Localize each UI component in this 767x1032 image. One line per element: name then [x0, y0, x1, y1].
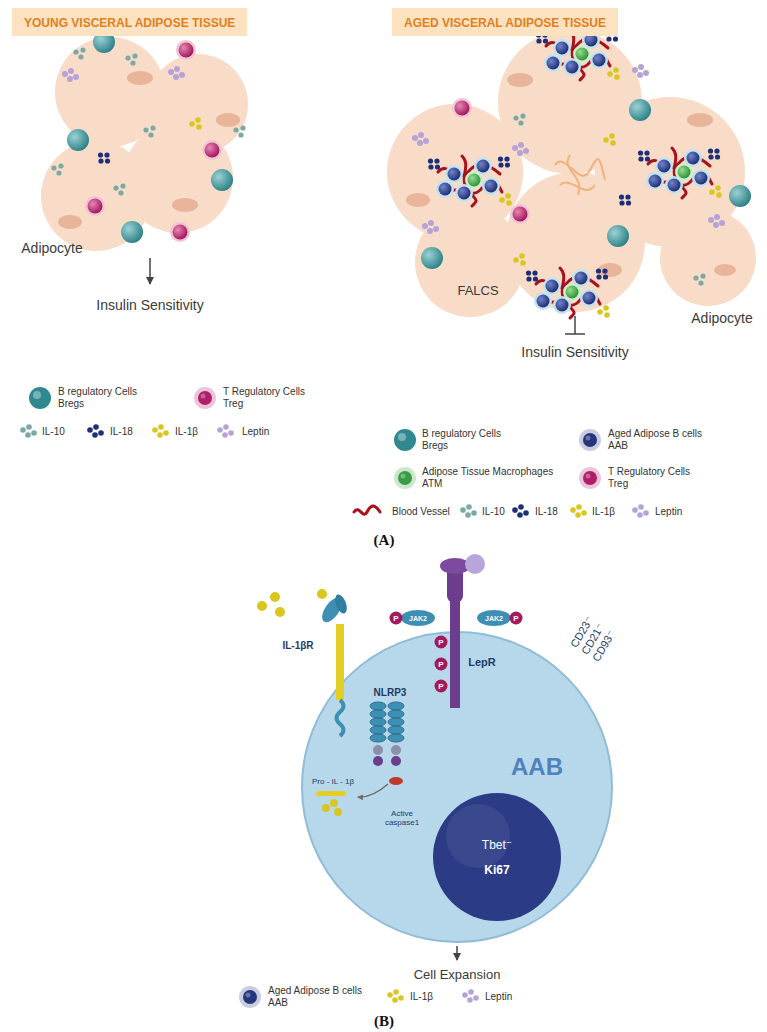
legend-text: T Regulatory Cells Treg [223, 386, 318, 410]
legend-swatch [391, 464, 419, 492]
effect-arrow [149, 258, 151, 284]
phospho-label: P [438, 660, 443, 669]
phospho-label: P [513, 614, 518, 623]
legend-swatch [576, 464, 604, 492]
outcome-label: Insulin Sensitivity [521, 344, 628, 360]
receptor-label: IL-1βR [282, 640, 313, 651]
legend-swatch [576, 426, 604, 454]
legend-swatch [14, 418, 42, 446]
cell-nucleus: Tbet⁻ Ki67 [433, 793, 561, 921]
panel-label: (A) [374, 532, 395, 549]
phospho-label: P [393, 614, 398, 623]
legend-swatch [506, 498, 534, 526]
legend-text: IL-1β [175, 426, 198, 438]
legend-text: IL-1β [410, 991, 433, 1003]
kinase-label: JAK2 [485, 615, 503, 622]
panel-label: (B) [374, 1013, 394, 1030]
legend-text: B regulatory Cells Bregs [58, 386, 153, 410]
nerve-tangle [555, 155, 605, 195]
legend-text: IL-18 [110, 426, 133, 438]
enzyme-label: Active caspase1 [380, 809, 424, 827]
header-text: AGED VISCERAL ADIPOSE TISSUE [404, 16, 606, 30]
outcome-label: Insulin Sensitivity [96, 297, 203, 313]
receptor-label: LepR [468, 656, 496, 668]
aged-adipocytes [387, 30, 756, 318]
legend-text: Leptin [655, 506, 682, 518]
legend-text: T Regulatory Cells Treg [608, 466, 703, 490]
legend-text: Aged Adipose B cells AAB [268, 985, 383, 1009]
phospho-label: P [438, 682, 443, 691]
structure-label: Adipocyte [21, 240, 82, 256]
legend-text: IL-1β [592, 506, 615, 518]
header-text: YOUNG VISCERAL ADIPOSE TISSUE [24, 16, 235, 30]
node-text: Tbet⁻ [482, 838, 512, 852]
legend-swatch [454, 498, 482, 526]
legend-text: B regulatory Cells Bregs [422, 428, 517, 452]
legend-swatch [564, 498, 592, 526]
legend-swatch [391, 426, 419, 454]
leptin-receptor [390, 554, 523, 708]
legend-swatch [81, 418, 109, 446]
legend-text: Leptin [485, 991, 512, 1003]
legend-swatch [26, 384, 54, 412]
aab-cell: AAB Tbet⁻ Ki67 [302, 632, 612, 942]
il1b-receptor [318, 593, 349, 736]
nucleus-outline [433, 793, 561, 921]
legend-text: Aged Adipose B cells AAB [608, 428, 723, 452]
structure-label: FALCS [457, 283, 498, 298]
header-band: AGED VISCERAL ADIPOSE TISSUE [392, 8, 618, 36]
inhibition-line [565, 316, 585, 334]
legend-text: IL-10 [482, 506, 505, 518]
effect-arrow [456, 946, 458, 960]
legend-swatch [626, 498, 654, 526]
legend-swatch [211, 418, 239, 446]
legend-text: IL-10 [42, 426, 65, 438]
legend-swatch [353, 498, 381, 526]
legend-swatch [236, 983, 264, 1011]
legend-swatch [191, 384, 219, 412]
young-adipocytes [41, 31, 248, 251]
legend-text: Leptin [242, 426, 269, 438]
legend-swatch [146, 418, 174, 446]
il1b-molecules [257, 589, 327, 617]
node-text: Ki67 [484, 863, 509, 877]
receptor-label: NLRP3 [374, 687, 407, 698]
header-band: YOUNG VISCERAL ADIPOSE TISSUE [12, 8, 247, 36]
legend-text: IL-18 [535, 506, 558, 518]
legend-text: Adipose Tissue Macrophages ATM [422, 466, 572, 490]
phospho-label: P [438, 638, 443, 647]
legend-swatch [456, 983, 484, 1011]
molecule-label: Pro - IL - 1β [312, 777, 354, 786]
outcome-label: Cell Expansion [414, 967, 501, 982]
node-text: AAB [511, 753, 563, 781]
kinase-label: JAK2 [409, 615, 427, 622]
structure-label: Adipocyte [691, 310, 752, 326]
nlrp3-inflammasome [316, 702, 404, 816]
legend-text: Blood Vessel [392, 506, 450, 518]
legend-swatch [381, 983, 409, 1011]
